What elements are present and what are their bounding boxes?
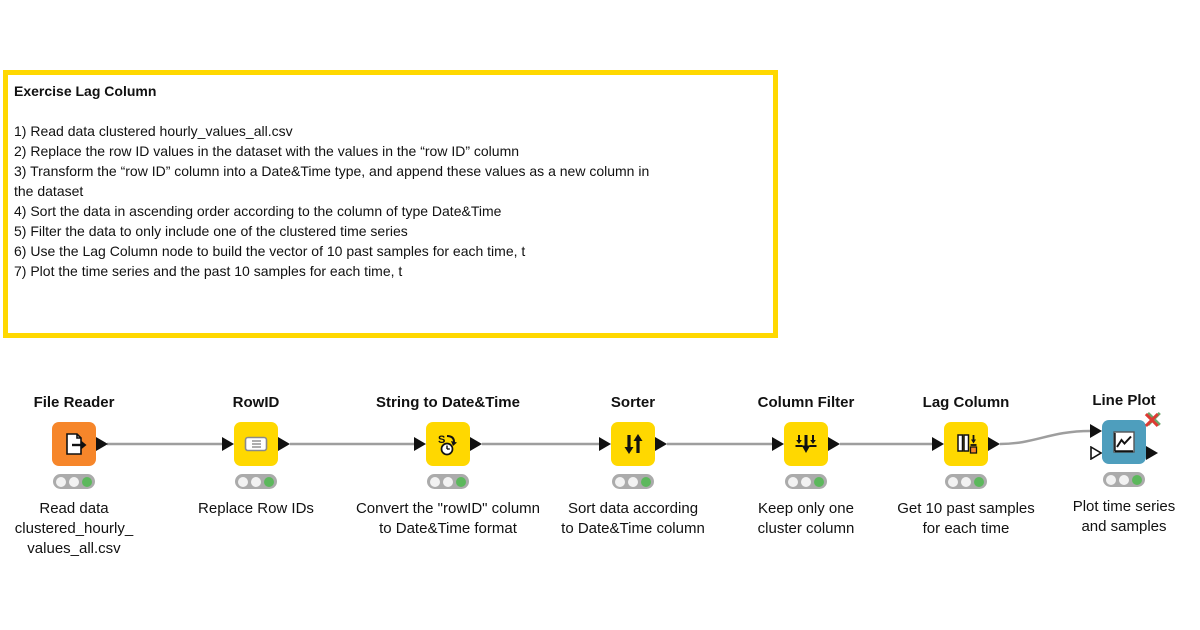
status-circle-yellow — [251, 476, 261, 487]
node-title: String to Date&Time — [376, 394, 520, 411]
node-title: Sorter — [610, 394, 656, 411]
status-circle-red — [430, 476, 440, 487]
status-circle-red — [948, 476, 958, 487]
node-description: Get 10 past samples for each time — [897, 500, 1035, 537]
input-port-bottom-optional[interactable] — [1090, 446, 1102, 460]
node-title: RowID — [232, 394, 280, 411]
string-to-datetime-icon: S — [438, 434, 457, 456]
svg-text:S: S — [438, 434, 445, 446]
node-body-sorter[interactable] — [599, 422, 667, 466]
node-status-traffic-light — [612, 474, 654, 489]
input-port[interactable] — [222, 437, 234, 451]
node-description: Convert the "rowID" column to Date&Time … — [355, 500, 541, 537]
node-description: Replace Row IDs — [198, 500, 314, 517]
error-x-icon: ✕ — [1142, 408, 1161, 433]
rowid-icon — [244, 436, 268, 452]
node-body-column-filter[interactable] — [772, 422, 840, 466]
line-plot-icon — [1113, 431, 1135, 453]
sorter-icon — [624, 434, 643, 454]
node-line-plot[interactable]: Line Plot ✕ Plot time series and samples — [1024, 392, 1200, 537]
node-status-traffic-light — [1103, 472, 1145, 487]
status-circle-red — [238, 476, 248, 487]
wire-lagcolumn-lineplot[interactable] — [999, 429, 1091, 446]
annotation-title: Exercise Lag Column — [14, 83, 157, 99]
node-rowid[interactable]: RowID Replace Row IDs — [156, 394, 356, 519]
status-circle-yellow — [69, 476, 79, 487]
output-port[interactable] — [655, 437, 667, 451]
node-description: Sort data according to Date&Time column — [561, 500, 705, 537]
node-title: Lag Column — [922, 394, 1010, 411]
file-reader-icon — [66, 433, 87, 455]
output-port[interactable] — [828, 437, 840, 451]
status-circle-red — [788, 476, 798, 487]
node-status-traffic-light — [785, 474, 827, 489]
input-port-top[interactable] — [1090, 424, 1102, 438]
node-status-traffic-light — [427, 474, 469, 489]
status-circle-green — [82, 476, 92, 487]
column-filter-icon — [795, 435, 817, 453]
output-port[interactable] — [278, 437, 290, 451]
annotation-body: 1) Read data clustered hourly_values_all… — [14, 123, 650, 279]
status-circle-red — [615, 476, 625, 487]
node-description: Plot time series and samples — [1072, 498, 1176, 535]
input-port[interactable] — [772, 437, 784, 451]
output-port[interactable] — [470, 437, 482, 451]
status-circle-green — [814, 476, 824, 487]
node-body-file-reader[interactable] — [52, 422, 108, 466]
status-circle-yellow — [1119, 474, 1129, 485]
node-body-string-to-datetime[interactable]: S — [414, 422, 482, 466]
node-body-lag-column[interactable] — [932, 422, 1000, 466]
node-title: Line Plot — [1092, 392, 1156, 409]
node-status-traffic-light — [53, 474, 95, 489]
output-port[interactable] — [96, 437, 108, 451]
node-status-traffic-light — [945, 474, 987, 489]
node-column-filter[interactable]: Column Filter Keep only one cluster colu… — [706, 394, 906, 539]
status-circle-green — [264, 476, 274, 487]
node-lag-column[interactable]: Lag Column Get 10 past samples for each … — [866, 394, 1066, 539]
status-circle-red — [56, 476, 66, 487]
status-circle-yellow — [961, 476, 971, 487]
node-body-line-plot[interactable]: ✕ — [1090, 410, 1161, 464]
node-body-rowid[interactable] — [222, 422, 290, 466]
input-port[interactable] — [414, 437, 426, 451]
node-string-to-datetime[interactable]: String to Date&Time S Convert the "rowID… — [348, 394, 548, 539]
workflow-annotation[interactable]: Exercise Lag Column 1) Read data cluster… — [3, 70, 778, 338]
input-port[interactable] — [599, 437, 611, 451]
status-circle-red — [1106, 474, 1116, 485]
status-circle-yellow — [443, 476, 453, 487]
status-circle-green — [456, 476, 466, 487]
node-title: File Reader — [33, 394, 115, 411]
lag-column-icon — [957, 434, 978, 454]
status-circle-green — [974, 476, 984, 487]
status-circle-green — [641, 476, 651, 487]
node-description: Read data clustered_hourly_ values_all.c… — [14, 500, 134, 557]
input-port[interactable] — [932, 437, 944, 451]
output-port[interactable] — [1146, 446, 1158, 460]
node-status-traffic-light — [235, 474, 277, 489]
status-circle-yellow — [801, 476, 811, 487]
status-circle-yellow — [628, 476, 638, 487]
node-file-reader[interactable]: File Reader Read data clustered_hourly_ … — [0, 394, 174, 559]
status-circle-green — [1132, 474, 1142, 485]
node-sorter[interactable]: Sorter Sort data according to Date&Time … — [533, 394, 733, 539]
output-port[interactable] — [988, 437, 1000, 451]
node-title: Column Filter — [757, 394, 855, 411]
node-description: Keep only one cluster column — [757, 500, 855, 537]
